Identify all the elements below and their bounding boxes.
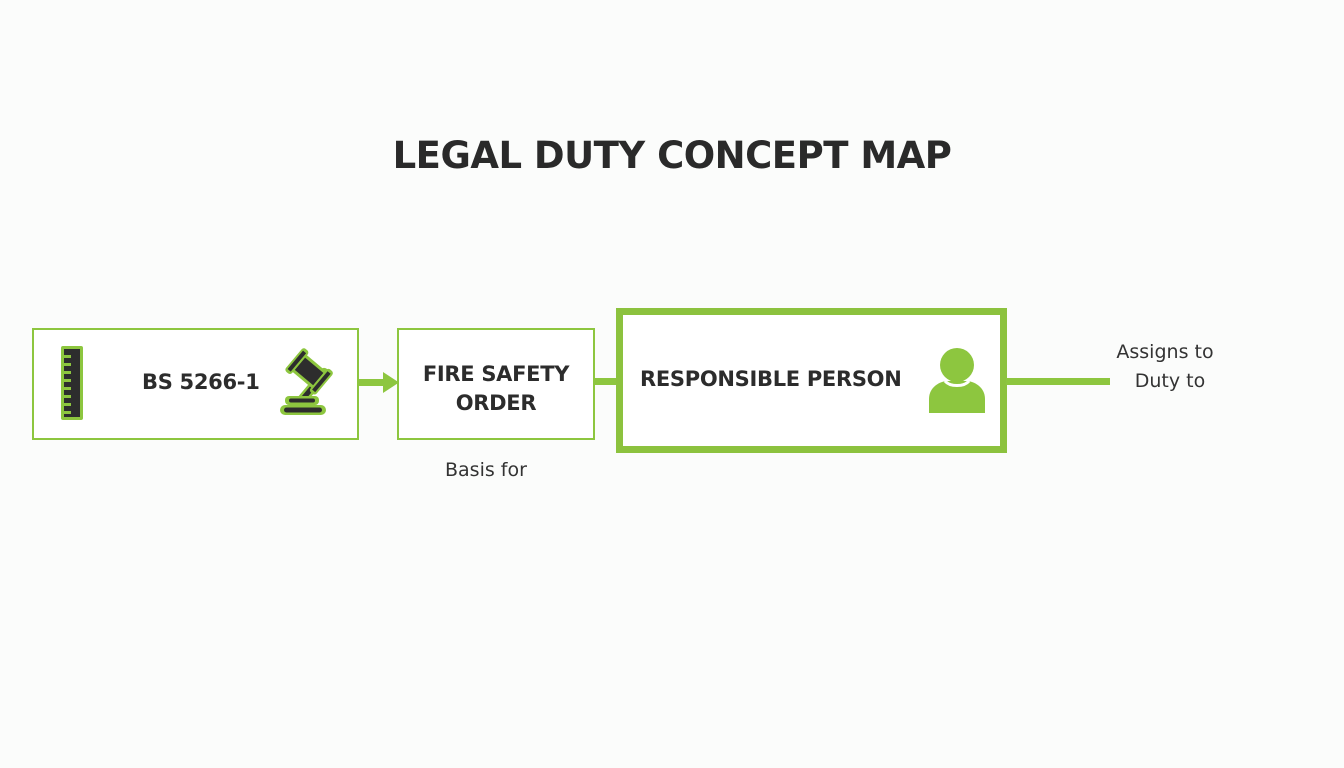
gavel-icon bbox=[280, 348, 333, 415]
edge-label-assigns-duty: Assigns to Duty to bbox=[1115, 338, 1215, 396]
node-fire-safety-order: FIRE SAFETY ORDER bbox=[397, 328, 595, 440]
line-fso-to-rp bbox=[594, 378, 618, 385]
arrow-bs-to-fso bbox=[358, 379, 386, 386]
edge-label-line-1: Assigns to bbox=[1116, 341, 1214, 363]
node-label-responsible-person: RESPONSIBLE PERSON bbox=[640, 367, 902, 391]
node-label-fire-safety-order: FIRE SAFETY ORDER bbox=[399, 360, 593, 418]
edge-label-line-2: Duty to bbox=[1134, 370, 1206, 392]
line-rp-outgoing bbox=[1006, 378, 1110, 385]
node-label-bs-5266-1: BS 5266-1 bbox=[142, 370, 260, 394]
arrowhead-icon bbox=[383, 372, 399, 393]
ruler-icon bbox=[61, 346, 83, 420]
person-icon bbox=[929, 348, 985, 413]
node-label-line-2: ORDER bbox=[455, 391, 537, 415]
node-responsible-person: RESPONSIBLE PERSON bbox=[616, 308, 1007, 453]
node-label-line-1: FIRE SAFETY bbox=[422, 362, 570, 386]
diagram-title: LEGAL DUTY CONCEPT MAP bbox=[392, 134, 952, 177]
node-bs-5266-1: BS 5266-1 bbox=[32, 328, 359, 440]
edge-label-basis-for: Basis for bbox=[445, 459, 527, 481]
